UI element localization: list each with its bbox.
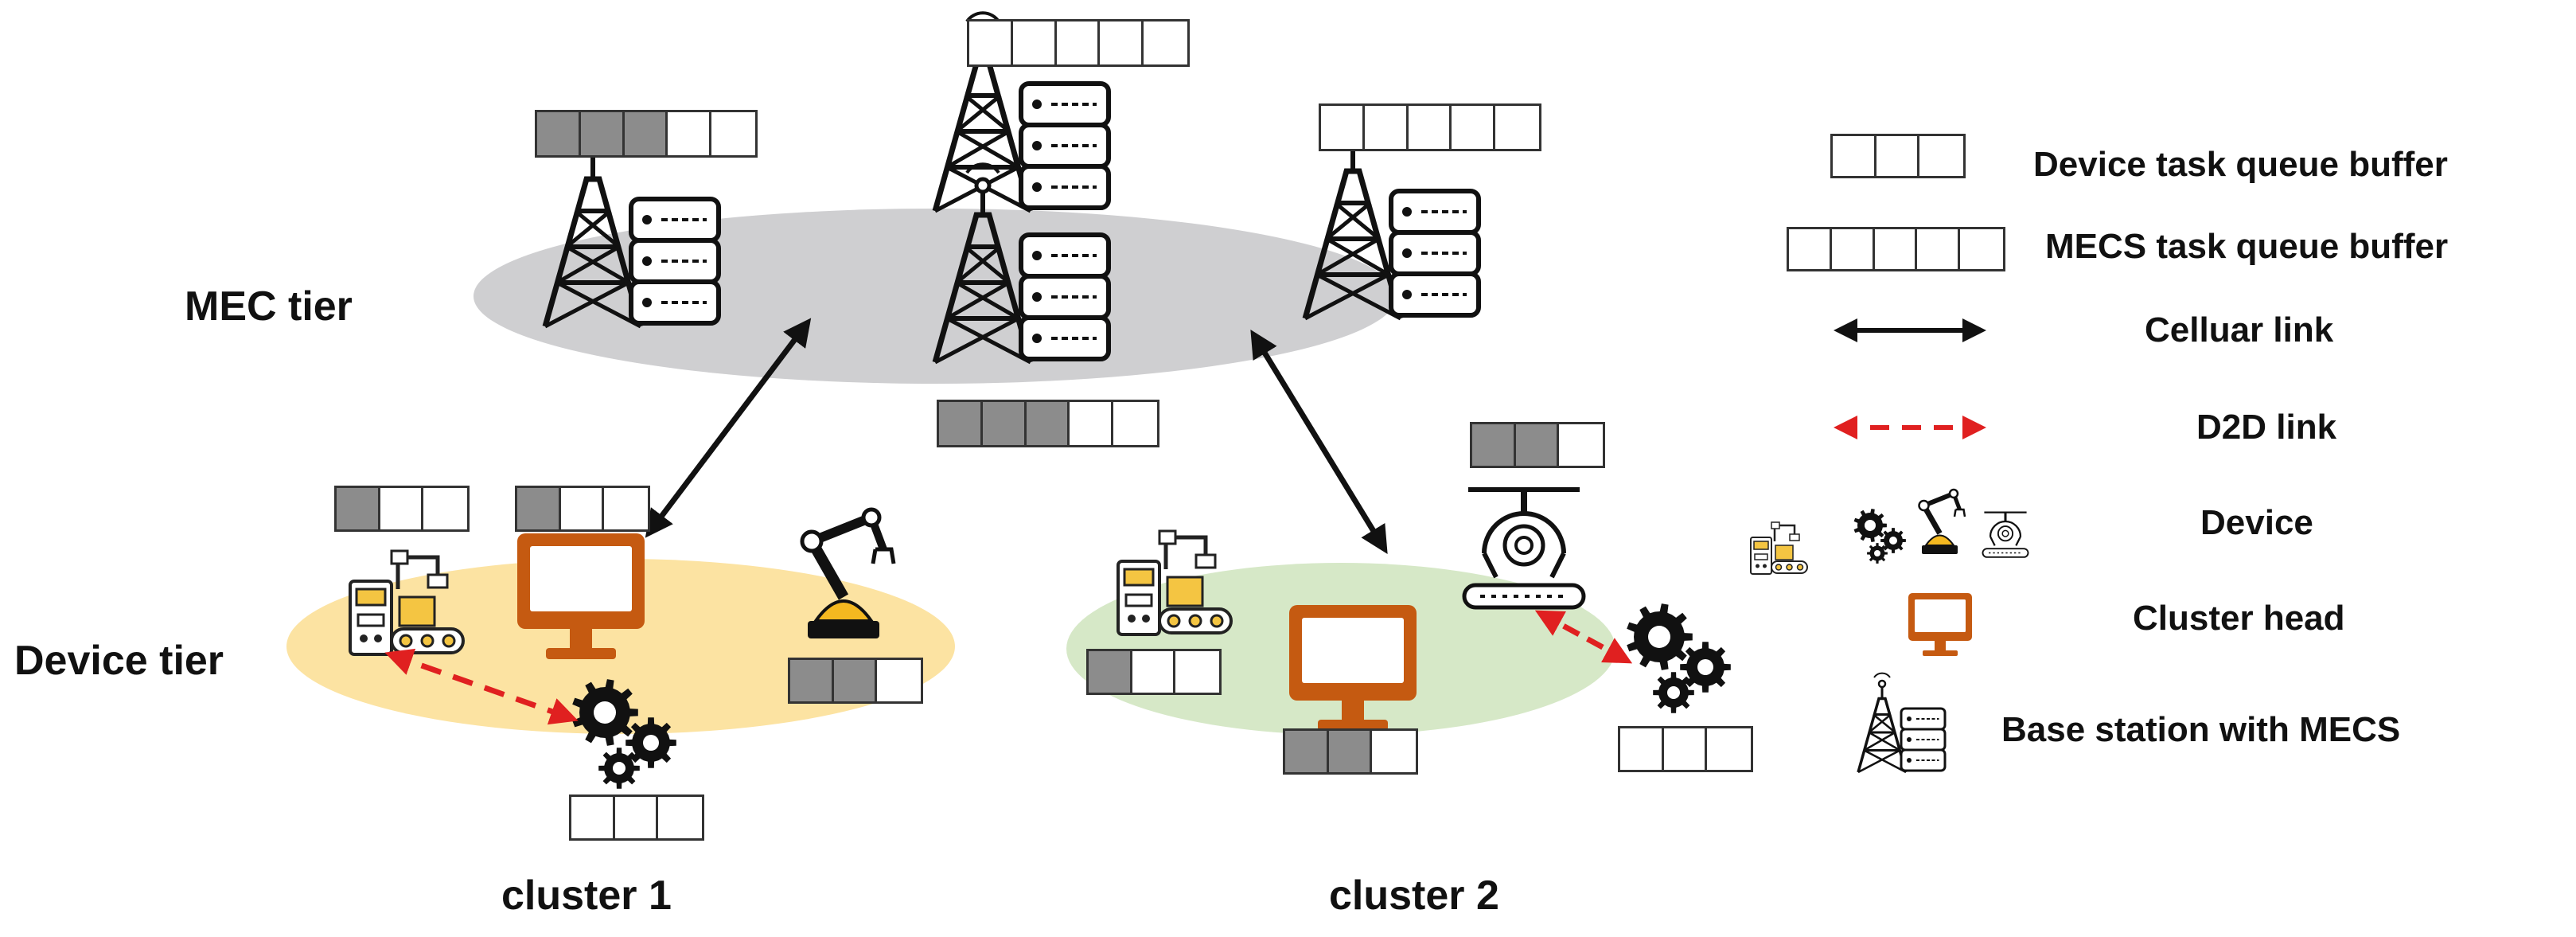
queue-slot: [1472, 424, 1516, 466]
queue-slot: [1013, 21, 1057, 64]
legend-d2d-label: D2D link: [2196, 408, 2337, 447]
queue-slot: [1559, 424, 1603, 466]
queue-slot: [790, 660, 834, 701]
queue-slot: [1833, 136, 1876, 176]
legend-base-station-icon: [1858, 673, 1945, 772]
device-queue-c2-factory: [1086, 649, 1222, 695]
queue-slot: [517, 488, 561, 529]
queue-slot: [1495, 106, 1539, 149]
queue-slot: [580, 112, 625, 155]
queue-slot: [1113, 402, 1157, 445]
queue-slot: [1664, 728, 1708, 770]
queue-slot: [1917, 229, 1961, 269]
mec-tier-label: MEC tier: [185, 283, 353, 330]
device-queue-c2-claw: [1470, 422, 1605, 468]
legend-device-queue-symbol: [1830, 134, 1966, 178]
queue-slot: [604, 488, 648, 529]
queue-slot: [1452, 106, 1496, 149]
queue-slot: [833, 660, 878, 701]
queue-slot: [1620, 728, 1664, 770]
queue-slot: [615, 797, 659, 838]
cluster-1-label: cluster 1: [501, 873, 672, 919]
queue-slot: [711, 112, 755, 155]
device-tier-label: Device tier: [14, 638, 224, 684]
queue-slot: [1070, 402, 1114, 445]
device-queue-c2-gears: [1618, 726, 1753, 772]
legend-mecs-queue-symbol: [1787, 227, 2005, 271]
queue-slot: [1372, 731, 1416, 772]
queue-slot: [571, 797, 615, 838]
legend-device-queue-label: Device task queue buffer: [2033, 145, 2448, 184]
queue-slot: [1876, 136, 1920, 176]
device-queue-c1-head: [515, 486, 650, 532]
queue-slot: [658, 797, 702, 838]
legend-cluster-head-icon: [1908, 593, 1972, 656]
cluster-2-gears-icon: [1627, 603, 1731, 713]
device-queue-c1-factory: [334, 486, 470, 532]
queue-slot: [337, 488, 380, 529]
queue-slot: [561, 488, 605, 529]
mecs-queue-right: [1319, 103, 1541, 151]
queue-slot: [1144, 21, 1187, 64]
queue-slot: [1409, 106, 1452, 149]
queue-slot: [1057, 21, 1101, 64]
legend-device-label: Device: [2200, 503, 2313, 542]
cellular-link-cluster-2: [1250, 330, 1388, 554]
device-queue-c2-head: [1283, 728, 1418, 775]
queue-slot: [1515, 424, 1560, 466]
queue-slot: [1321, 106, 1365, 149]
queue-slot: [1919, 136, 1963, 176]
queue-slot: [1285, 731, 1329, 772]
queue-slot: [1089, 651, 1132, 693]
queue-slot: [969, 21, 1013, 64]
queue-slot: [1832, 229, 1875, 269]
queue-slot: [1175, 651, 1219, 693]
queue-slot: [380, 488, 424, 529]
d2d-link-cluster-2: [1534, 610, 1633, 664]
legend-mecs-queue-label: MECS task queue buffer: [2045, 227, 2449, 266]
queue-slot: [1132, 651, 1176, 693]
queue-slot: [982, 402, 1027, 445]
cluster-2-label: cluster 2: [1329, 873, 1499, 919]
queue-slot: [1328, 731, 1373, 772]
queue-slot: [537, 112, 581, 155]
queue-slot: [1100, 21, 1144, 64]
device-queue-c1-gears: [569, 794, 704, 841]
cellular-link-cluster-1: [645, 318, 812, 538]
queue-slot: [624, 112, 668, 155]
queue-slot: [423, 488, 467, 529]
mecs-queue-left: [535, 110, 758, 158]
device-queue-c1-robot: [788, 658, 923, 704]
queue-slot: [1707, 728, 1751, 770]
mecs-queue-bottom: [937, 400, 1159, 447]
queue-slot: [877, 660, 921, 701]
queue-slot: [1365, 106, 1409, 149]
legend-cluster-head-label: Cluster head: [2133, 599, 2345, 638]
queue-slot: [668, 112, 712, 155]
cluster-1-gears-icon: [572, 679, 676, 789]
queue-slot: [1960, 229, 2003, 269]
queue-slot: [939, 402, 983, 445]
legend-cellular-label: Celluar link: [2145, 310, 2334, 349]
claw-conveyor-icon: [1464, 490, 1584, 607]
legend-base-station-label: Base station with MECS: [2001, 710, 2401, 749]
legend-device-symbols: [1749, 490, 2030, 576]
queue-slot: [1875, 229, 1918, 269]
queue-slot: [1789, 229, 1832, 269]
queue-slot: [1026, 402, 1070, 445]
mecs-queue-top: [967, 19, 1190, 67]
